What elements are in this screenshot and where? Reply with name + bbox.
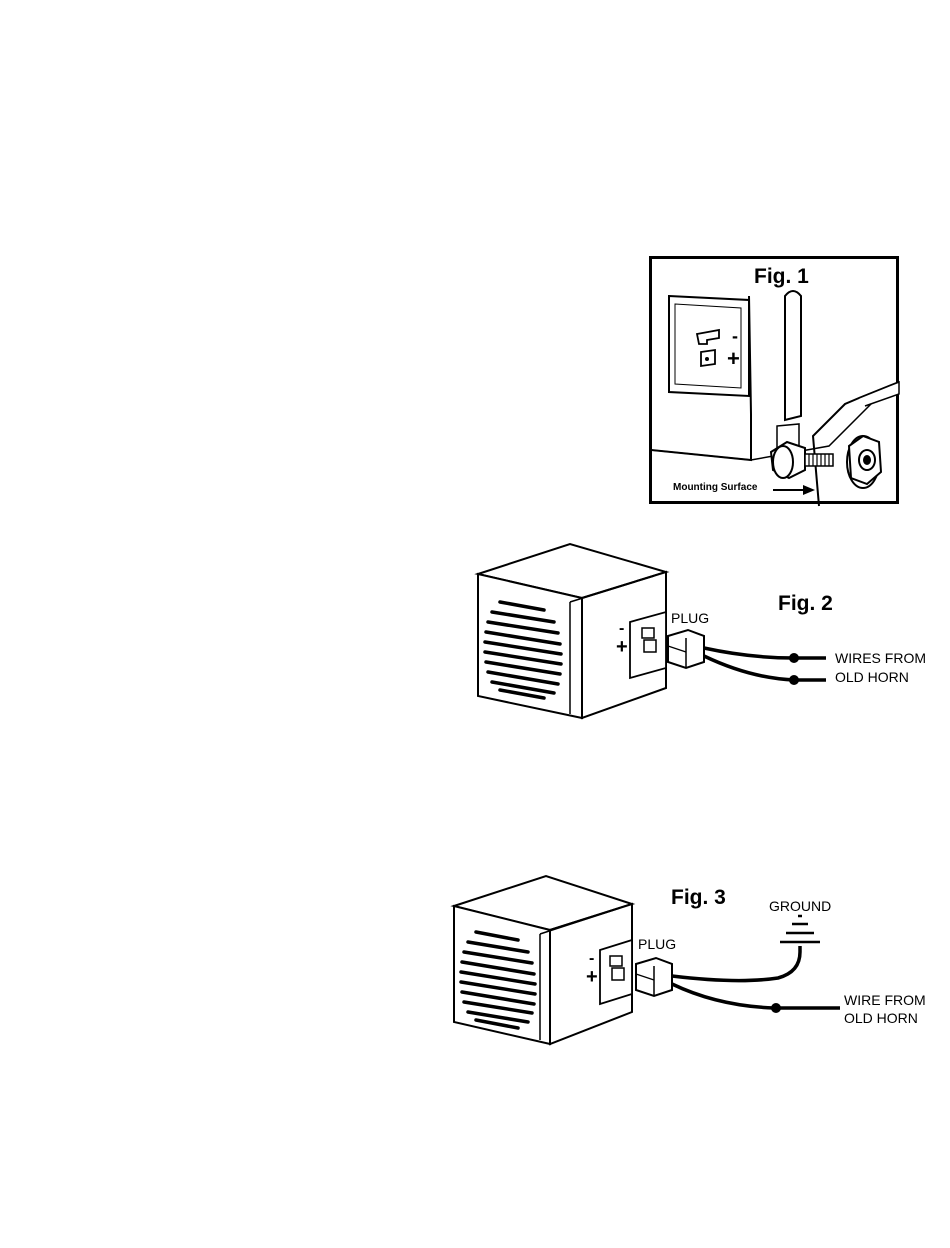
old-horn-label: OLD HORN: [844, 1010, 918, 1026]
figure-3: Fig. 3 PLUG GROUND - + WIRE FROM OLD HOR…: [448, 872, 938, 1052]
mounting-surface-label: Mounting Surface: [673, 482, 757, 493]
plus-symbol: +: [616, 636, 628, 659]
figure-2: Fig. 2 PLUG - + WIRES FROM OLD HORN: [470, 540, 940, 730]
figure-2-drawing: [470, 540, 940, 730]
figure-1-drawing: [649, 256, 899, 504]
figure-1: Fig. 1 - + Mounting Surface: [649, 256, 899, 504]
old-horn-label: OLD HORN: [835, 669, 909, 685]
wires-from-label: WIRES FROM: [835, 650, 926, 666]
plus-symbol: +: [586, 966, 598, 989]
plus-symbol: +: [727, 346, 740, 372]
plug-label: PLUG: [671, 610, 709, 626]
plug-label: PLUG: [638, 936, 676, 952]
minus-symbol: -: [732, 326, 738, 347]
wire-from-label: WIRE FROM: [844, 992, 926, 1008]
figure-2-title: Fig. 2: [778, 592, 833, 616]
ground-label: GROUND: [769, 898, 831, 914]
figure-3-title: Fig. 3: [671, 886, 726, 910]
figure-1-title: Fig. 1: [754, 265, 809, 289]
